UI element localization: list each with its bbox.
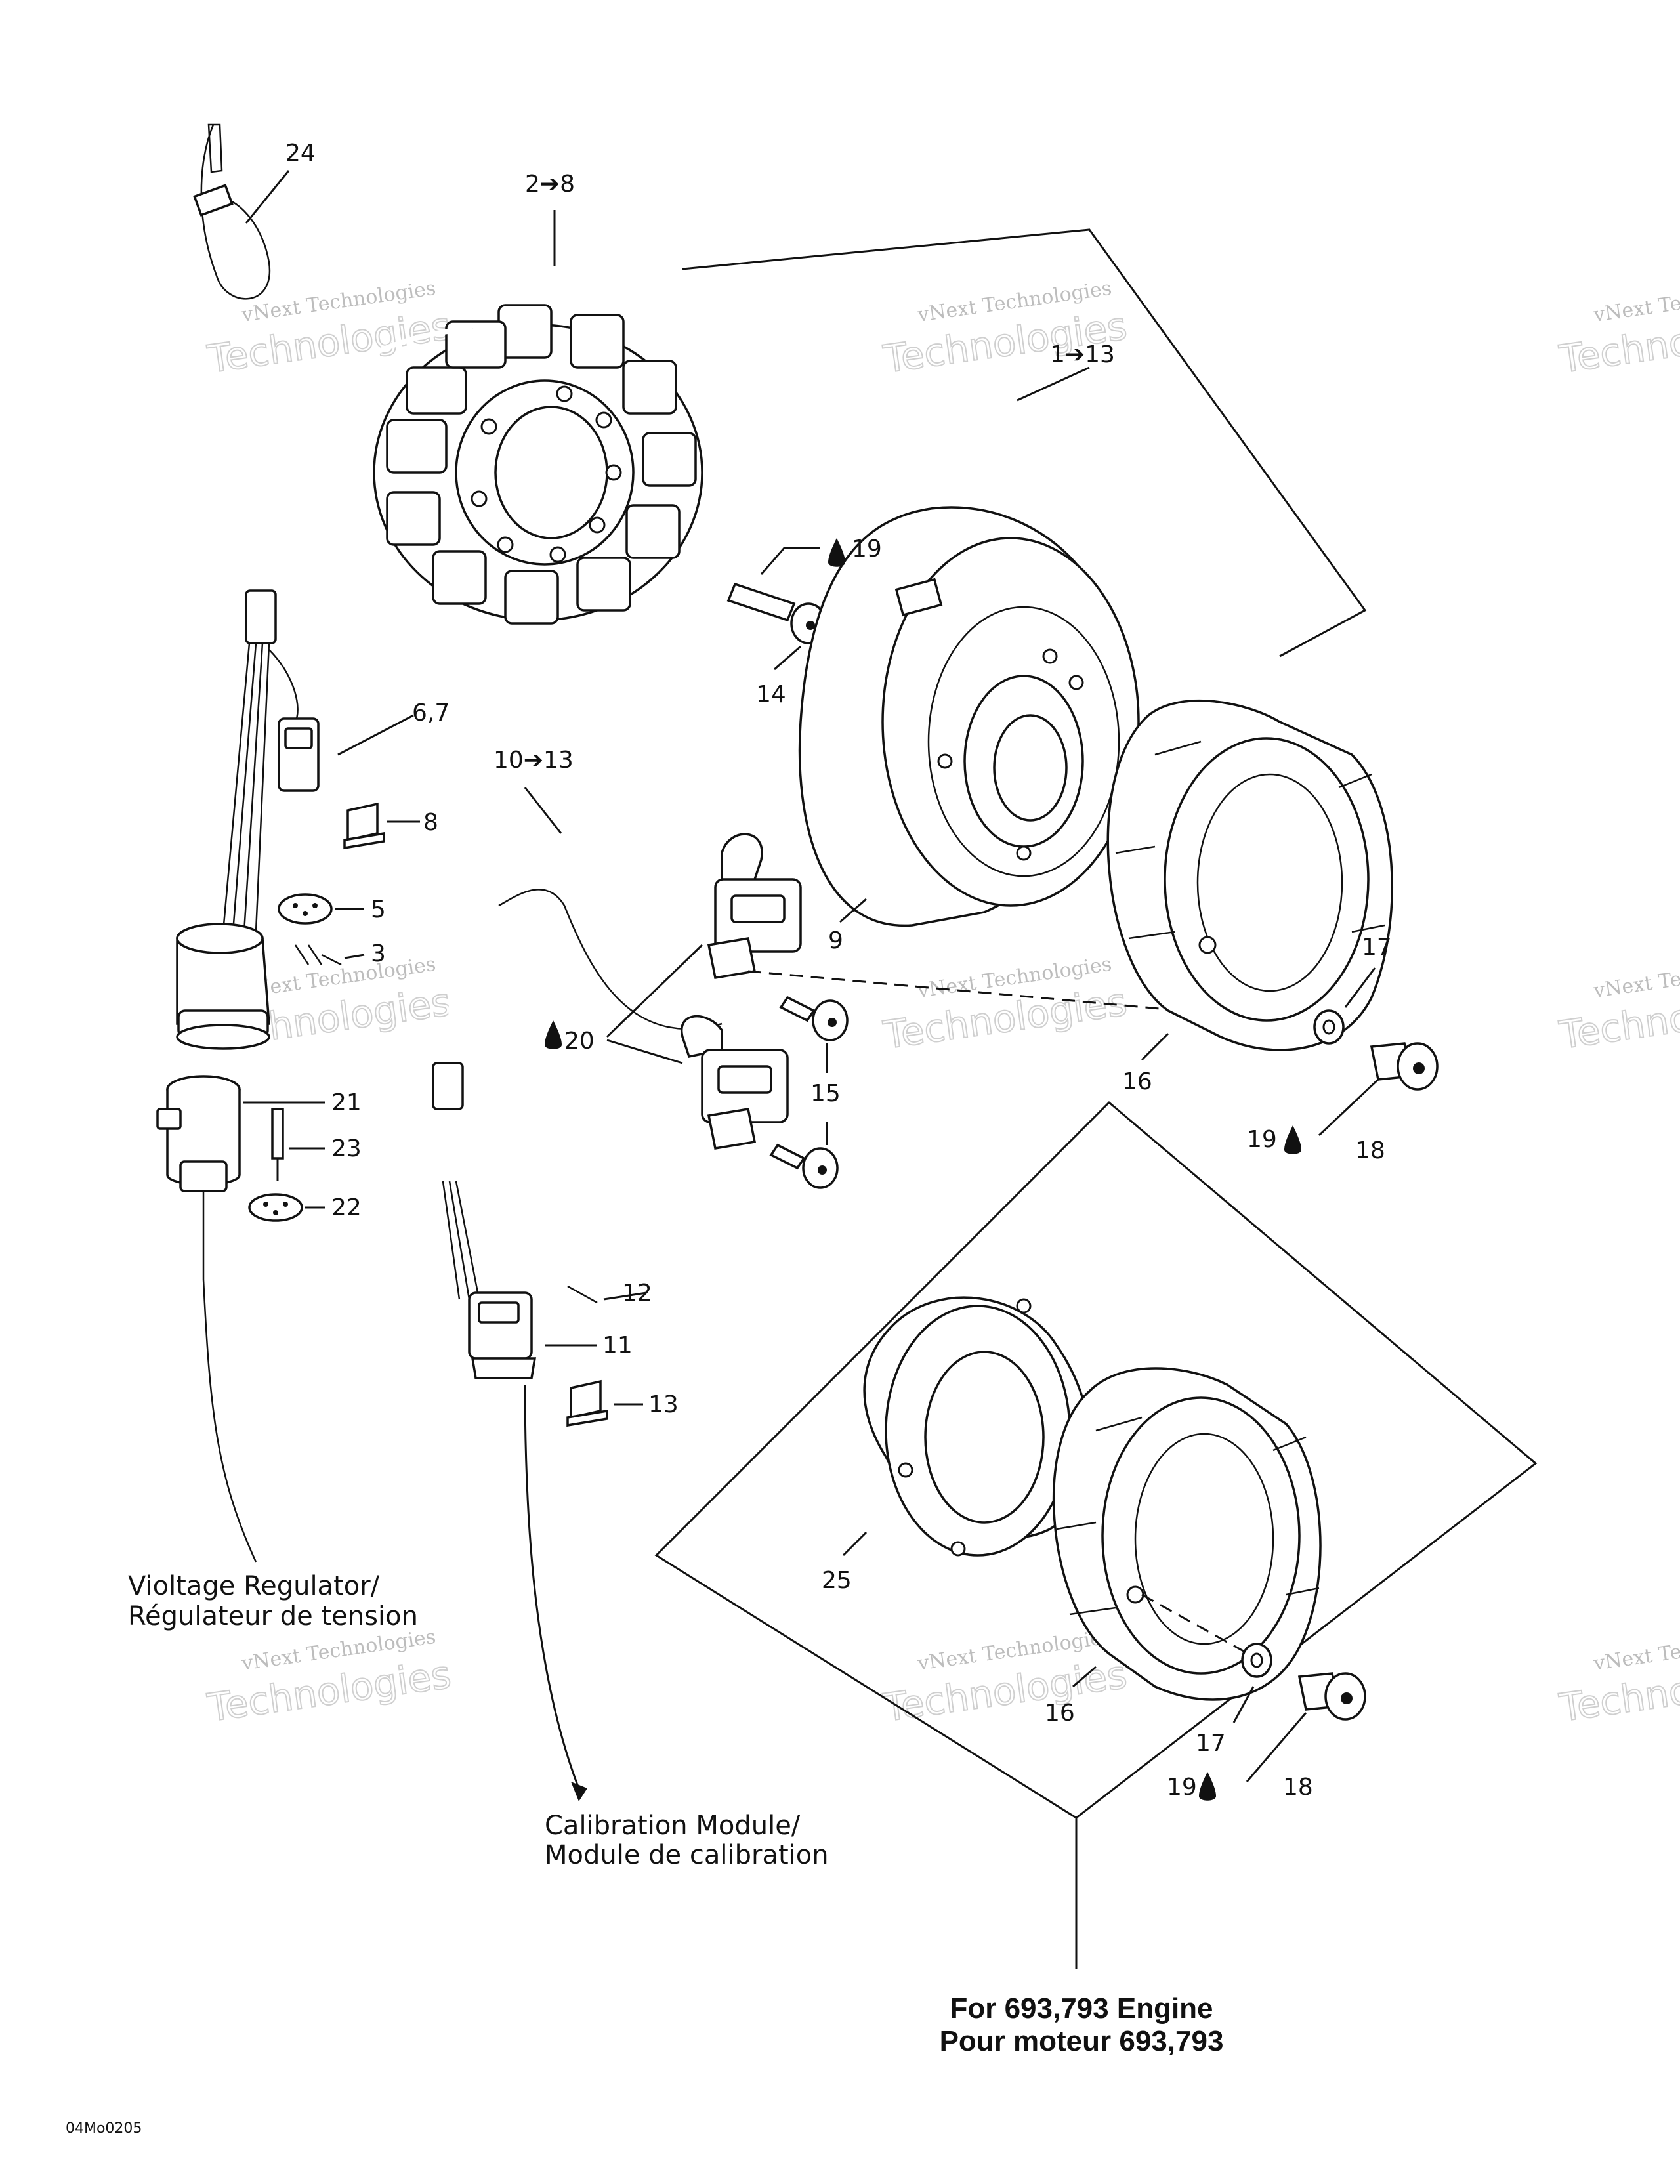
callout-2-8: 2➔8 (525, 171, 575, 198)
watermark-text: vNext Technologies (1591, 277, 1680, 327)
callout-8: 8 (423, 809, 438, 836)
washer-17-upper (1313, 1009, 1345, 1045)
kit-bracket-1-13 (682, 228, 1367, 658)
callout-24: 24 (285, 140, 316, 167)
regulator-connector-21 (156, 1075, 241, 1192)
callout-16b: 16 (1045, 1700, 1075, 1727)
trigger-wheel-upper (1106, 699, 1393, 1051)
callout-11: 11 (602, 1332, 633, 1359)
callout-13: 13 (648, 1391, 679, 1418)
calibration-caption-line2: Module de calibration (545, 1840, 829, 1870)
callout-17b: 17 (1196, 1730, 1226, 1757)
regulator-wire (202, 1191, 257, 1563)
terminal-lock-13 (566, 1379, 608, 1427)
stator-connector (176, 923, 270, 1050)
callout-19a: 19 (852, 536, 882, 562)
watermark-text: vNext Technologies (1591, 1626, 1680, 1675)
callout-20: 20 (564, 1028, 595, 1055)
oil-drop-icon (1284, 1125, 1301, 1154)
callout-23: 23 (331, 1135, 362, 1162)
leader-24 (245, 170, 290, 224)
leader-17a (1344, 967, 1376, 1008)
screw-14 (726, 582, 827, 644)
callout-14: 14 (756, 681, 786, 708)
leader-10-13 (524, 787, 562, 834)
callout-10-13: 10➔13 (494, 747, 574, 774)
leader-20 (606, 1039, 683, 1064)
trigger-coil-upper (707, 833, 802, 980)
washer-17-lower (1241, 1643, 1272, 1678)
leader-25 (842, 1531, 868, 1557)
callout-12: 12 (622, 1280, 652, 1307)
terminal-lock-8 (343, 802, 385, 850)
callout-3: 3 (371, 940, 386, 967)
leader-14 (774, 645, 801, 671)
calibration-arrow (524, 1384, 579, 1786)
regulator-caption-line1: Violtage Regulator/ (128, 1571, 380, 1601)
leader-3 (344, 954, 365, 959)
seal-5 (278, 893, 333, 925)
leader-18b (1246, 1712, 1307, 1782)
leader-16b (1072, 1666, 1097, 1688)
trigger-harness (432, 864, 724, 1379)
callout-1-13: 1➔13 (1050, 341, 1115, 368)
callout-17a: 17 (1362, 934, 1392, 961)
callout-15: 15 (810, 1080, 841, 1107)
kit-bracket-1-13-leader (1017, 366, 1090, 402)
leader-20b (606, 944, 704, 1038)
callout-16a: 16 (1122, 1068, 1152, 1095)
callout-5: 5 (371, 896, 386, 923)
callout-19b: 19 (1247, 1126, 1277, 1153)
leader-6-7 (337, 714, 414, 756)
callout-9: 9 (828, 927, 843, 954)
engine-variant-frame (654, 1101, 1538, 1819)
flywheel (798, 506, 1140, 927)
trigger-wheel-lower (1052, 1367, 1322, 1701)
screw-15-upper (779, 996, 849, 1041)
screw-15-lower (769, 1143, 839, 1189)
engine-caption-line1: For 693,793 Engine (950, 1992, 1213, 2025)
regulator-caption-line2: Régulateur de tension (128, 1601, 418, 1631)
callout-22: 22 (331, 1194, 362, 1221)
callout-25: 25 (822, 1567, 852, 1594)
callout-21: 21 (331, 1089, 362, 1116)
axis-line-lower (1141, 1593, 1261, 1662)
seal-22 (248, 1193, 303, 1222)
leader-9 (839, 898, 867, 923)
callout-18a: 18 (1355, 1137, 1385, 1164)
callout-18b: 18 (1283, 1774, 1313, 1801)
calibration-caption-line1: Calibration Module/ (545, 1811, 801, 1841)
callout-19c: 19 (1167, 1774, 1197, 1801)
oil-drop-icon (828, 538, 845, 567)
oil-drop-icon (545, 1020, 562, 1049)
calibration-arrowhead (571, 1782, 587, 1801)
stator-assembly (373, 304, 704, 625)
leader-16a (1141, 1032, 1169, 1061)
engine-caption-line2: Pour moteur 693,793 (940, 2025, 1224, 2057)
terminal-23 (271, 1108, 284, 1181)
figure-code: 04Mo0205 (66, 2120, 142, 2137)
oil-drop-icon (1199, 1772, 1216, 1801)
watermark-text: vNext Technologies (1591, 953, 1680, 1003)
leader-17b (1232, 1686, 1255, 1723)
bolt-18-upper (1370, 1042, 1438, 1091)
leader-18a (1318, 1078, 1379, 1137)
stator-harness (222, 326, 473, 933)
terminal-3 (294, 944, 342, 966)
leader-12 (603, 1292, 647, 1301)
trigger-coil-lower (680, 1015, 789, 1150)
leader-19a (760, 547, 820, 575)
terminal-12 (567, 1285, 598, 1304)
ring-25 (863, 1296, 1092, 1557)
stator-coils (386, 304, 697, 625)
callout-6-7: 6,7 (412, 700, 450, 726)
cable-tie (193, 123, 271, 300)
bolt-18-lower (1297, 1672, 1366, 1721)
